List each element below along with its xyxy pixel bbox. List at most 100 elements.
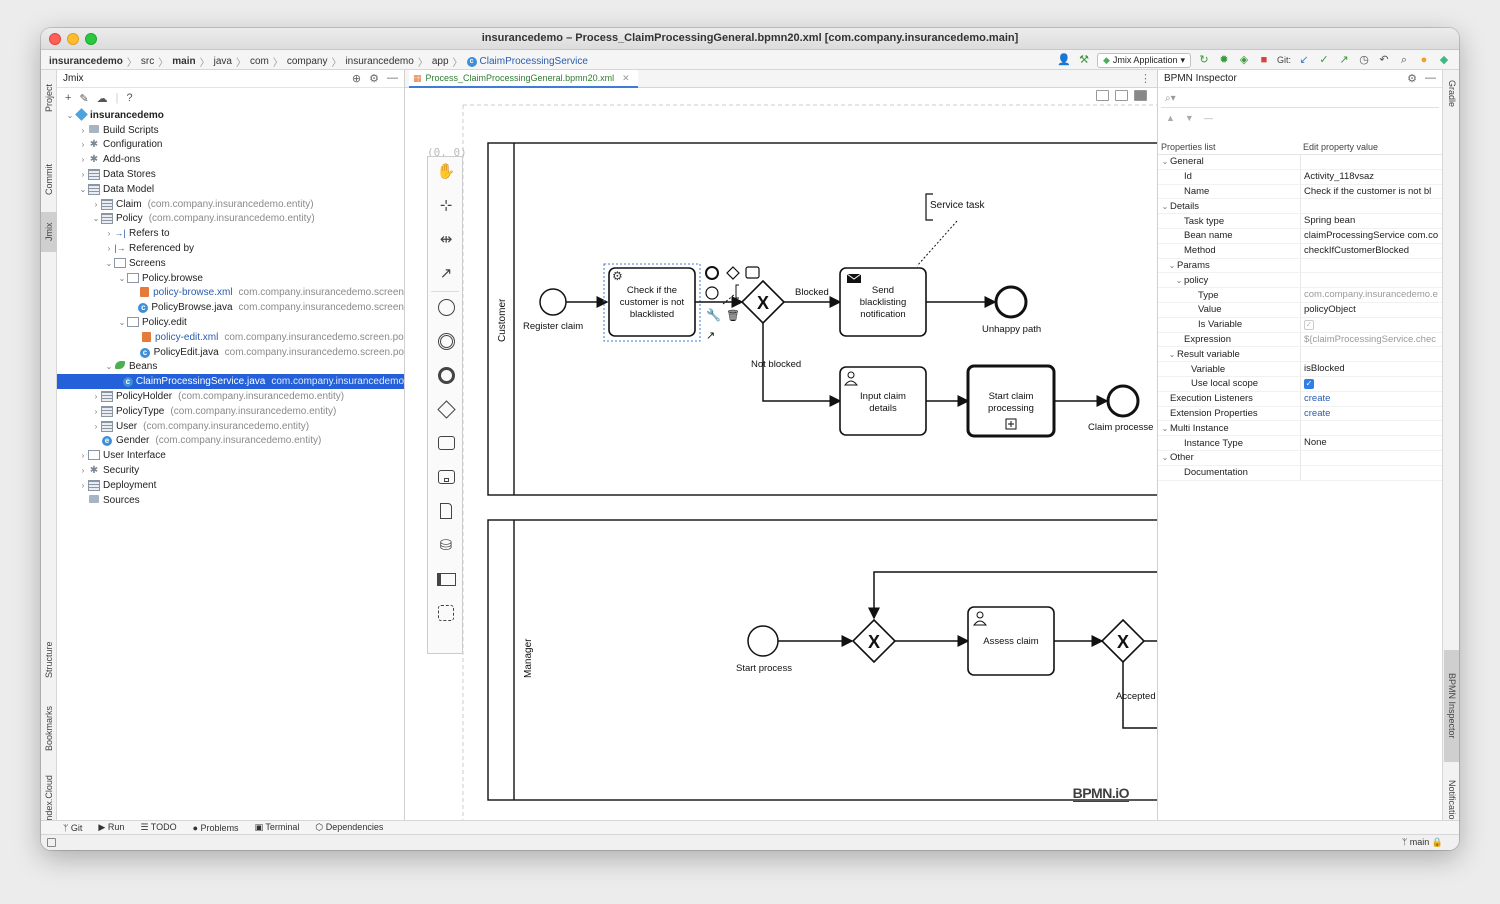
- arrow-down-icon[interactable]: ▼: [1184, 113, 1194, 123]
- collapsed-arrow-icon[interactable]: ›: [94, 199, 98, 209]
- task-icon[interactable]: [436, 433, 456, 453]
- collapsed-arrow-icon[interactable]: ›: [94, 421, 98, 431]
- crosshair-icon[interactable]: ⊕: [351, 73, 362, 85]
- property-value[interactable]: [1300, 273, 1443, 288]
- property-value[interactable]: Check if the customer is not bl: [1300, 184, 1443, 199]
- gear-icon[interactable]: ⚙: [369, 73, 379, 85]
- diagram-canvas[interactable]: Customer Manager Service task Register c…: [405, 88, 1157, 820]
- close-icon[interactable]: ✕: [622, 72, 630, 83]
- assess-claim-task[interactable]: Assess claim: [967, 606, 1055, 676]
- collapse-icon[interactable]: —: [1203, 113, 1213, 123]
- tree-item[interactable]: ›Data Stores: [57, 167, 404, 182]
- property-value[interactable]: [1300, 258, 1443, 273]
- debug-icon[interactable]: ✹: [1219, 54, 1229, 66]
- property-row[interactable]: Documentation: [1158, 465, 1443, 481]
- run-configuration-select[interactable]: ◆Jmix Application▾: [1097, 52, 1191, 68]
- tree-item[interactable]: ›PolicyHolder(com.company.insurancedemo.…: [57, 389, 404, 404]
- claim-processed-end-event[interactable]: [1106, 384, 1140, 418]
- tree-item[interactable]: PolicyEdit.javacom.company.insurancedemo…: [57, 345, 404, 360]
- property-value[interactable]: [1300, 450, 1443, 465]
- collapsed-arrow-icon[interactable]: ›: [81, 125, 85, 135]
- breadcrumb-item[interactable]: main: [172, 56, 196, 67]
- lasso-tool-icon[interactable]: ⊹: [439, 197, 453, 214]
- breadcrumb-item[interactable]: app: [431, 56, 449, 67]
- collapsed-arrow-icon[interactable]: ›: [81, 480, 85, 490]
- coverage-icon[interactable]: ◈: [1239, 54, 1249, 66]
- tree-item[interactable]: ⌄Data Model: [57, 182, 404, 197]
- property-row[interactable]: Is Variable✓: [1158, 317, 1443, 333]
- minimize-window-button[interactable]: [67, 33, 79, 45]
- collapsed-arrow-icon[interactable]: ›: [107, 244, 111, 254]
- property-value[interactable]: ✓: [1300, 317, 1443, 332]
- checkbox[interactable]: ✓: [1304, 378, 1314, 389]
- tree-item[interactable]: ›Configuration: [57, 138, 404, 153]
- customer-pool[interactable]: Customer: [487, 142, 1157, 496]
- editor-tab[interactable]: ▦ Process_ClaimProcessingGeneral.bpmn20.…: [409, 70, 638, 88]
- close-window-button[interactable]: [49, 33, 61, 45]
- property-value[interactable]: [1300, 199, 1443, 214]
- search-icon[interactable]: ⌕: [1400, 54, 1408, 66]
- git-tool-button[interactable]: ᛘ Git: [63, 822, 83, 833]
- blocked-gateway[interactable]: X: [740, 279, 786, 325]
- tree-item[interactable]: ›User(com.company.insurancedemo.entity): [57, 419, 404, 434]
- property-row[interactable]: ⌄Params: [1158, 258, 1443, 274]
- git-commit-icon[interactable]: ✓: [1319, 54, 1329, 66]
- collapsed-arrow-icon[interactable]: ›: [81, 140, 85, 150]
- property-value[interactable]: ${claimProcessingService.chec: [1300, 332, 1443, 347]
- start-claim-processing-subprocess[interactable]: Start claim processing: [966, 364, 1056, 438]
- gear-icon[interactable]: ⚙: [1407, 73, 1417, 85]
- accepted-gateway[interactable]: X: [1100, 618, 1146, 664]
- hammer-icon[interactable]: ⚒: [1079, 54, 1089, 66]
- tree-item[interactable]: ⌄Screens: [57, 256, 404, 271]
- property-search-input[interactable]: ⌕▾: [1161, 90, 1439, 108]
- property-value[interactable]: [1300, 155, 1443, 169]
- expanded-arrow-icon[interactable]: ⌄: [1161, 201, 1169, 211]
- breadcrumb-item[interactable]: src: [140, 56, 155, 67]
- breadcrumb-item[interactable]: company: [286, 56, 328, 67]
- property-row[interactable]: ⌄General: [1158, 155, 1443, 170]
- git-branch-status[interactable]: ᛘ main 🔒: [1401, 837, 1443, 847]
- unhappy-path-end-event[interactable]: [994, 285, 1028, 319]
- property-row[interactable]: ⌄policy: [1158, 273, 1443, 289]
- collapsed-arrow-icon[interactable]: ›: [94, 392, 98, 402]
- property-row[interactable]: ⌄Details: [1158, 199, 1443, 215]
- text-view-icon[interactable]: [1096, 90, 1109, 101]
- breadcrumb-item[interactable]: com: [249, 56, 269, 67]
- help-icon[interactable]: ?: [126, 92, 133, 104]
- property-value[interactable]: com.company.insurancedemo.e: [1300, 288, 1443, 302]
- git-update-icon[interactable]: ↙: [1299, 54, 1309, 66]
- property-value[interactable]: None: [1300, 436, 1443, 450]
- property-value[interactable]: ✓: [1300, 376, 1443, 391]
- tree-item[interactable]: ⌄Policy.edit: [57, 315, 404, 330]
- minimize-icon[interactable]: —: [387, 72, 398, 84]
- breadcrumb-item[interactable]: java: [213, 56, 232, 67]
- start-event-icon[interactable]: [436, 297, 456, 317]
- breadcrumb-item[interactable]: insurancedemo: [49, 56, 123, 67]
- property-value[interactable]: checkIfCustomerBlocked: [1300, 243, 1443, 258]
- structure-tool-tab[interactable]: Structure: [44, 641, 54, 679]
- pool-icon[interactable]: [436, 569, 456, 589]
- tree-item[interactable]: ⌄Policy(com.company.insurancedemo.entity…: [57, 212, 404, 227]
- breadcrumb-item[interactable]: ClaimProcessingService: [479, 56, 588, 67]
- property-value[interactable]: policyObject: [1300, 302, 1443, 317]
- collapsed-arrow-icon[interactable]: ›: [94, 406, 98, 416]
- terminal-tool-button[interactable]: ▣ Terminal: [254, 822, 300, 832]
- space-tool-icon[interactable]: ⇹: [439, 231, 453, 248]
- expanded-arrow-icon[interactable]: ⌄: [105, 362, 113, 372]
- layout-toggle-icon[interactable]: [47, 838, 56, 847]
- property-value[interactable]: [1300, 347, 1443, 362]
- expanded-arrow-icon[interactable]: ⌄: [1161, 423, 1169, 433]
- split-view-icon[interactable]: [1115, 90, 1128, 101]
- tree-item[interactable]: ›→|Refers to: [57, 226, 404, 241]
- expanded-arrow-icon[interactable]: ⌄: [1168, 260, 1176, 270]
- expanded-arrow-icon[interactable]: ⌄: [1175, 275, 1183, 285]
- collapsed-arrow-icon[interactable]: ›: [81, 155, 85, 165]
- jmix-tool-tab[interactable]: Jmix: [41, 212, 57, 252]
- property-value[interactable]: Activity_118vsaz: [1300, 169, 1443, 184]
